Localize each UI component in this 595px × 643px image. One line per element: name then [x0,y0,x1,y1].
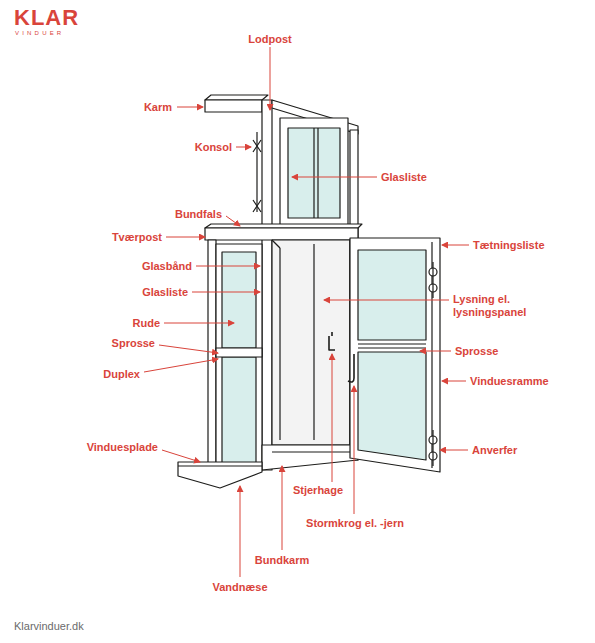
part-label: Rude [133,317,161,330]
part-label: Tætningsliste [473,239,545,252]
part-label: Anverfer [472,444,517,457]
part-label: Vinduesplade [87,441,158,454]
part-label: Lysning el. lysningspanel [453,293,549,319]
part-label: Sprosse [112,337,155,350]
part-label: Karm [144,101,172,114]
part-label: Bundkarm [255,554,309,567]
part-label: Glasliste [381,171,427,184]
part-label: Sprosse [455,345,498,358]
part-label: Konsol [195,141,232,154]
part-label: Duplex [103,368,140,381]
part-label: Glasliste [142,286,188,299]
part-label: Bundfals [175,208,222,221]
part-label: Stormkrog el. -jern [306,517,404,530]
part-label: Stjerhage [293,484,343,497]
part-label: Vinduesramme [470,375,549,388]
part-label: Vandnæse [212,581,267,594]
window-drawing [178,95,440,488]
logo-text: VINDUER [15,30,64,37]
logo-text: KLAR [14,7,79,29]
leader-lines [144,47,469,577]
part-label: Lodpost [248,33,291,46]
footer-url: Klarvinduer.dk [14,620,84,633]
part-label: Tværpost [112,231,162,244]
part-label: Glasbånd [142,260,192,273]
